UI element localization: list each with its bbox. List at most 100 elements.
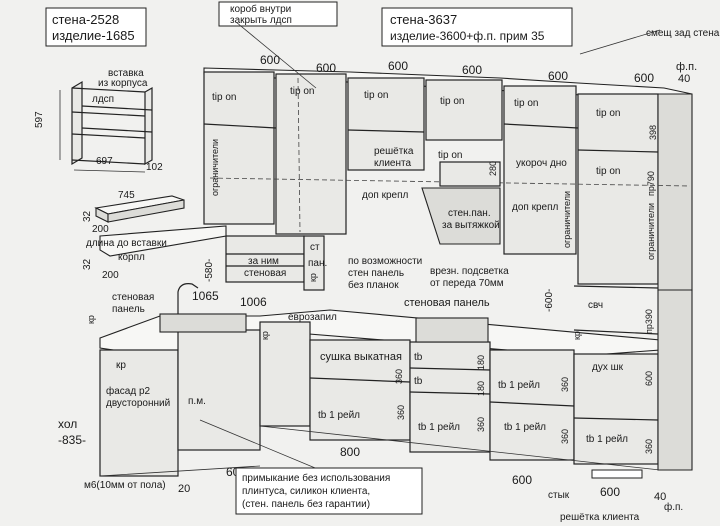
note-right-box: стена-3637 изделие-3600+ф.п. прим 35 [381, 7, 573, 47]
label-n600v: -600- [544, 289, 555, 312]
label-vrezn1: врезн. подсветка [430, 266, 509, 277]
label-n200b: 200 [102, 270, 119, 281]
label-tipon7: tip on [438, 150, 462, 161]
note-box-top-line1: короб внутри [230, 3, 291, 15]
leader-box [235, 21, 317, 89]
label-dopkrep1: доп крепл [362, 190, 409, 201]
label-n40b: 40 [654, 491, 666, 503]
label-n1006: 1006 [240, 295, 267, 309]
label-kr2: кр [86, 315, 96, 324]
label-tipon4: tip on [440, 96, 464, 107]
label-n360a: 360 [394, 369, 404, 384]
label-vstavka2: из корпуса [98, 78, 148, 89]
open-shelves [225, 235, 325, 291]
label-dlina: длина до вставки [86, 238, 167, 249]
label-n600h: 600 [644, 371, 654, 386]
label-w600d: 600 [462, 63, 482, 77]
label-w697: 697 [96, 156, 113, 167]
leader-note [199, 419, 321, 471]
label-fp: ф.п. [676, 61, 697, 73]
label-n280: 280 [488, 161, 498, 176]
label-n200a: 200 [92, 224, 109, 235]
label-stenpan1: стен.пан. [448, 208, 491, 219]
label-n32b: 32 [82, 258, 93, 270]
label-povozm3: без планок [348, 279, 399, 291]
label-stik: стык [548, 490, 570, 501]
label-sushka: сушка выкатная [320, 351, 402, 363]
label-tb1reil4: tb 1 рейл [504, 422, 546, 433]
note-right-line2: изделие-3600+ф.п. прим 35 [390, 29, 545, 43]
label-povozm1: по возможности [348, 256, 422, 267]
note-right-line1: стена-3637 [390, 12, 457, 27]
label-n360f: 360 [644, 439, 654, 454]
label-tipon3: tip on [364, 90, 388, 101]
label-tipon6: tip on [596, 108, 620, 119]
label-n600bot2: 600 [512, 473, 532, 487]
label-n360b: 360 [560, 377, 570, 392]
note-bottom-line1: примыкание без использования [242, 472, 390, 484]
label-hol2: -835- [58, 433, 86, 447]
label-ogr2: ограничители [562, 191, 572, 248]
label-zanim1: за ним [248, 256, 279, 267]
label-zanim2: стеновая [244, 268, 286, 279]
label-povozm2: стен панель [348, 268, 404, 279]
label-stenpan2: за вытяжкой [442, 220, 500, 231]
label-fp40: 40 [678, 73, 690, 85]
tap-icon [177, 283, 199, 314]
label-tb1: tb [414, 352, 423, 363]
label-n360c: 360 [396, 405, 406, 420]
label-stpan1: ст [310, 242, 320, 253]
note-bottom-line3: (стен. панель без гарантии) [242, 498, 370, 510]
upper-cabinets [203, 67, 693, 291]
label-n360d: 360 [476, 417, 486, 432]
label-kr3: кр [116, 360, 126, 371]
label-w600f: 600 [634, 71, 654, 85]
label-tipon2: tip on [290, 86, 314, 97]
wall-shelf-drawing [59, 80, 153, 173]
label-ogr1: ограничители [210, 139, 220, 196]
label-n600bot3: 600 [600, 485, 620, 499]
lower-cabinets [99, 225, 693, 477]
label-korpl: корпл [118, 252, 145, 263]
label-stenov2: панель [112, 304, 145, 315]
label-pr790: пр790 [646, 171, 656, 196]
label-w600a: 600 [260, 53, 280, 67]
label-n32a: 32 [82, 210, 93, 222]
label-ldsp: лдсп [92, 94, 114, 105]
note-left-line1: стена-2528 [52, 12, 119, 27]
label-ukor: укороч дно [516, 158, 567, 169]
label-tb1reil2: tb 1 рейл [318, 410, 360, 421]
label-vstavka1: вставка [108, 68, 144, 79]
note-box-top: короб внутри закрыть лдсп [218, 1, 338, 27]
label-n745: 745 [118, 190, 135, 201]
label-n180a: 180 [476, 355, 486, 370]
small-shelf-front [107, 199, 185, 223]
note-left-box: стена-2528 изделие-1685 [45, 7, 147, 47]
label-smesch: смещ зад стена [646, 28, 720, 39]
label-n20: 20 [178, 483, 190, 495]
note-bottom-line2: плинтуса, силикон клиента, [242, 486, 370, 497]
label-n1065: 1065 [192, 289, 219, 303]
label-fp2: ф.п. [664, 501, 683, 513]
note-left-line2: изделие-1685 [52, 28, 135, 43]
label-duh: дух шк [592, 362, 624, 373]
label-w600b: 600 [316, 61, 336, 75]
label-kr5: кр [572, 331, 582, 340]
label-stenpanel: стеновая панель [404, 297, 490, 309]
label-n580: -580- [204, 259, 215, 282]
grille-icon [591, 469, 643, 479]
label-m6: м6(10мм от пола) [84, 480, 166, 491]
label-hol1: хол [58, 417, 77, 431]
label-resh1: решётка [374, 146, 414, 157]
label-fasad2: двусторонний [106, 398, 170, 409]
label-h597: 597 [34, 111, 45, 128]
label-n800: 800 [340, 445, 360, 459]
label-tipon8: tip on [596, 166, 620, 177]
label-pm: п.м. [188, 396, 206, 407]
label-svch: свч [588, 300, 603, 311]
label-stpan2: пан. [308, 258, 327, 269]
label-resh2: клиента [374, 158, 411, 169]
label-tipon1: tip on [212, 92, 236, 103]
